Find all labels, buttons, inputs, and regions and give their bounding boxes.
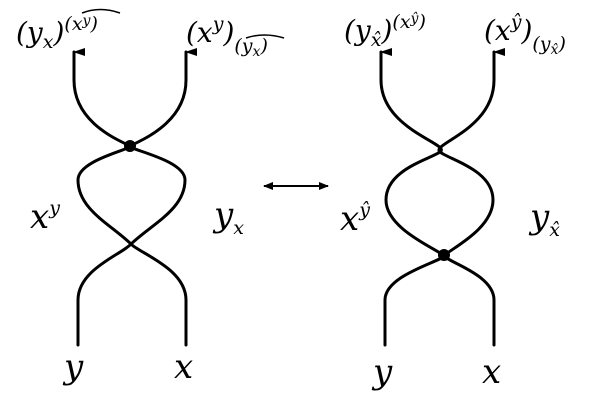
- right-bottom-right-label: x: [482, 352, 501, 392]
- left-strand-b: [72, 48, 188, 347]
- right-middle-left-label: xŷ: [340, 199, 370, 239]
- left-top-right-underbrace: [245, 34, 285, 39]
- left-vertex-dot: [124, 140, 136, 152]
- left-bottom-right-label: x: [174, 347, 193, 387]
- right-bottom-left-label: y: [371, 352, 393, 392]
- right-vertex-dot: [438, 249, 450, 261]
- left-bottom-left-label: y: [62, 347, 84, 387]
- right-top-left-label: (yx̂)(xŷ): [344, 10, 426, 51]
- right-strand-b: [379, 48, 496, 347]
- left-top-right-label: (xy)(yx): [186, 13, 268, 60]
- left-middle-left-label: xy: [30, 197, 60, 237]
- left-strand-a: [76, 48, 197, 347]
- left-middle-right-label: yx: [212, 195, 244, 239]
- left-top-left-label: (yx)(xy): [16, 13, 98, 53]
- right-middle-right-label: yx̂: [528, 197, 560, 241]
- right-strand-a: [383, 48, 505, 347]
- left-braid: [72, 48, 197, 347]
- left-top-left-overbrace: [81, 8, 121, 14]
- right-top-right-label: (xŷ)(yx̂): [484, 11, 566, 58]
- right-braid: [379, 48, 505, 347]
